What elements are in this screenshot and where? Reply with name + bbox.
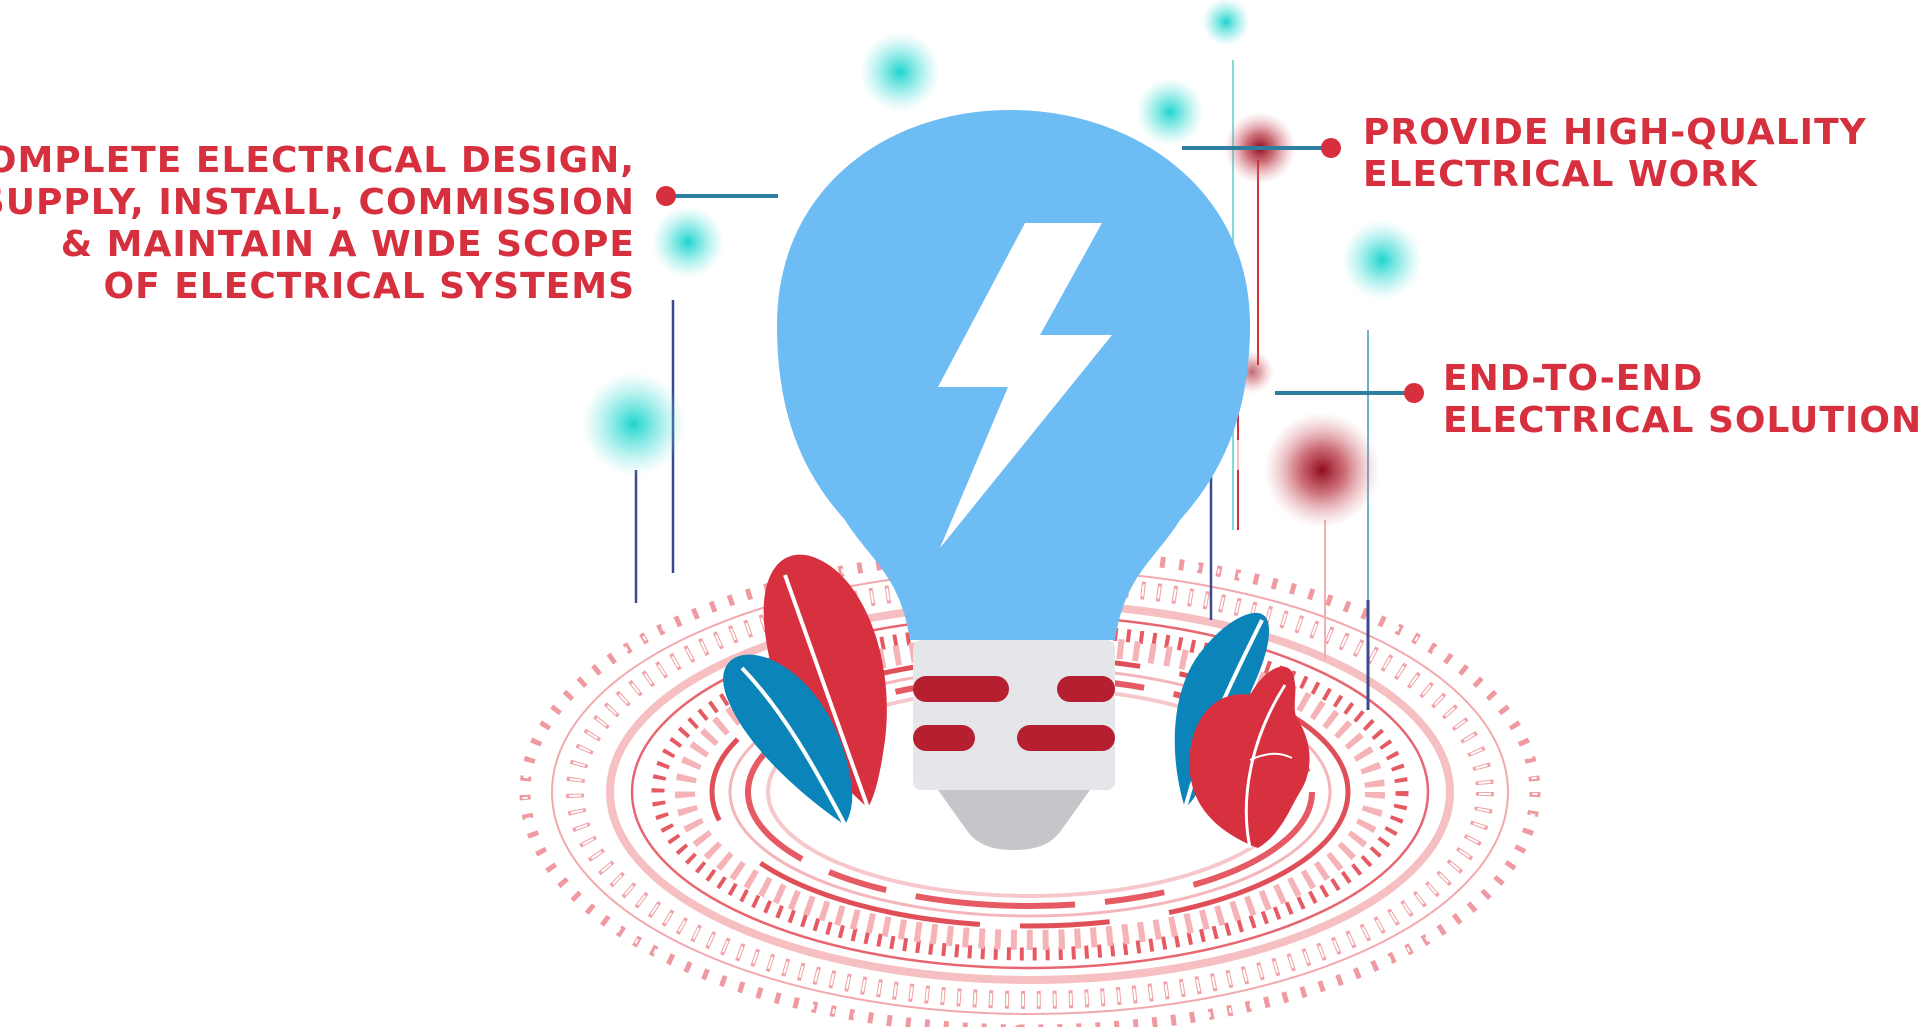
lightning-bolt-icon [938,223,1112,548]
bulb-base [913,640,1115,790]
callout-mid-right-line-2: ELECTRICAL SOLUTIONS [1443,400,1920,441]
glow-red-2 [1264,412,1380,528]
callout-left-line-3: & MAINTAIN A WIDE SCOPE [60,224,635,265]
callout-mid-right-line-1: END-TO-END [1443,358,1704,399]
leaf-red-left [763,554,887,808]
callout-end-to-end-solutions: END-TO-END ELECTRICAL SOLUTIONS [1443,358,1920,442]
glow-cyan-1 [860,32,940,112]
glow-cyan-4 [652,206,724,278]
ring-light-dash [675,634,1385,950]
glow-cyan-5 [1342,220,1422,300]
leaves-right [1174,612,1310,849]
connector-top-right [1182,138,1341,158]
lightbulb-icon [777,110,1250,850]
callout-left-line-2: SUPPLY, INSTALL, COMMISSION [0,182,635,223]
leaves-left [723,554,887,826]
leaf-red-right [1189,666,1310,848]
connector-left [656,186,778,206]
callout-design-supply-install: COMPLETE ELECTRICAL DESIGN, SUPPLY, INST… [0,140,635,308]
connector-mid-right [1275,383,1424,403]
ring-solid-dash [651,623,1409,961]
glow-cyan-2 [1202,0,1250,46]
ring-arc-a [709,655,1351,929]
callout-top-right-line-2: ELECTRICAL WORK [1363,154,1758,195]
callout-top-right-line-1: PROVIDE HIGH-QUALITY [1363,112,1867,153]
callout-left-line-4: OF ELECTRICAL SYSTEMS [103,266,635,307]
callout-high-quality-work: PROVIDE HIGH-QUALITY ELECTRICAL WORK [1363,112,1867,196]
connectors [656,138,1424,403]
glow-cyan-3 [1136,78,1204,146]
bulb-cap [938,790,1090,850]
callout-left-line-1: COMPLETE ELECTRICAL DESIGN, [0,140,635,181]
glow-cyan-6 [582,372,686,476]
